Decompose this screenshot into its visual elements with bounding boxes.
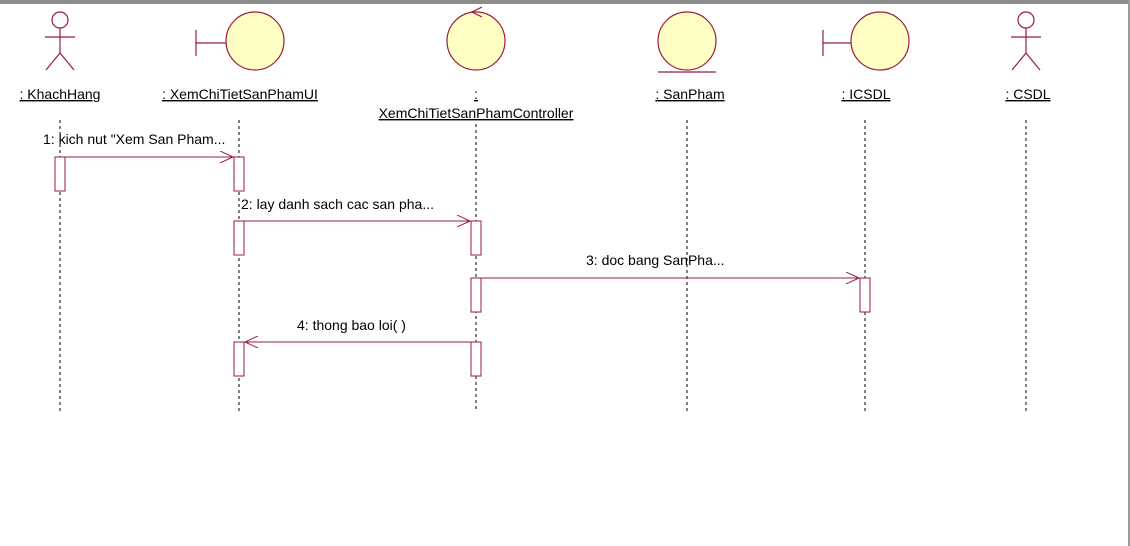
message-3[interactable]: 3: doc bang SanPha... xyxy=(481,252,859,278)
activation-controller-1[interactable] xyxy=(470,220,482,256)
lifeline-label-controller-prefix: : xyxy=(474,86,478,102)
message-label-4: 4: thong bao loi( ) xyxy=(297,317,406,333)
message-2[interactable]: 2: lay danh sach cac san pha... xyxy=(241,196,470,221)
message-1[interactable]: 1: kich nut "Xem San Pham... xyxy=(43,131,233,157)
actor-icon[interactable] xyxy=(45,11,75,71)
lifeline-label-controller: XemChiTietSanPhamController xyxy=(379,105,574,121)
activation-controller-2[interactable] xyxy=(470,277,482,313)
control-icon[interactable] xyxy=(446,6,506,71)
activation-ui-1[interactable] xyxy=(233,156,245,192)
actor-icon[interactable] xyxy=(1011,11,1041,71)
activation-icsdl[interactable] xyxy=(859,277,871,313)
boundary-icon[interactable] xyxy=(195,11,285,71)
activation-khachhang[interactable] xyxy=(54,156,66,192)
activation-ui-2[interactable] xyxy=(233,220,245,256)
activation-boxes xyxy=(54,156,871,377)
activation-ui-3[interactable] xyxy=(233,341,245,377)
message-label-1: 1: kich nut "Xem San Pham... xyxy=(43,131,225,147)
message-label-3: 3: doc bang SanPha... xyxy=(586,252,725,268)
entity-icon[interactable] xyxy=(657,11,717,73)
lifeline-label-sanpham: : SanPham xyxy=(655,86,724,102)
lifeline-lines xyxy=(59,120,1027,412)
lifeline-label-khachhang: : KhachHang xyxy=(20,86,101,102)
message-4[interactable]: 4: thong bao loi( ) xyxy=(245,317,471,342)
activation-controller-3[interactable] xyxy=(470,341,482,377)
lifeline-label-ui: : XemChiTietSanPhamUI xyxy=(162,86,318,102)
lifeline-label-csdl: : CSDL xyxy=(1005,86,1050,102)
window-right-border xyxy=(1128,0,1130,546)
message-label-2: 2: lay danh sach cac san pha... xyxy=(241,196,434,212)
boundary-icon[interactable] xyxy=(822,11,910,71)
window-top-border xyxy=(0,0,1130,4)
lifeline-label-icsdl: : ICSDL xyxy=(841,86,890,102)
